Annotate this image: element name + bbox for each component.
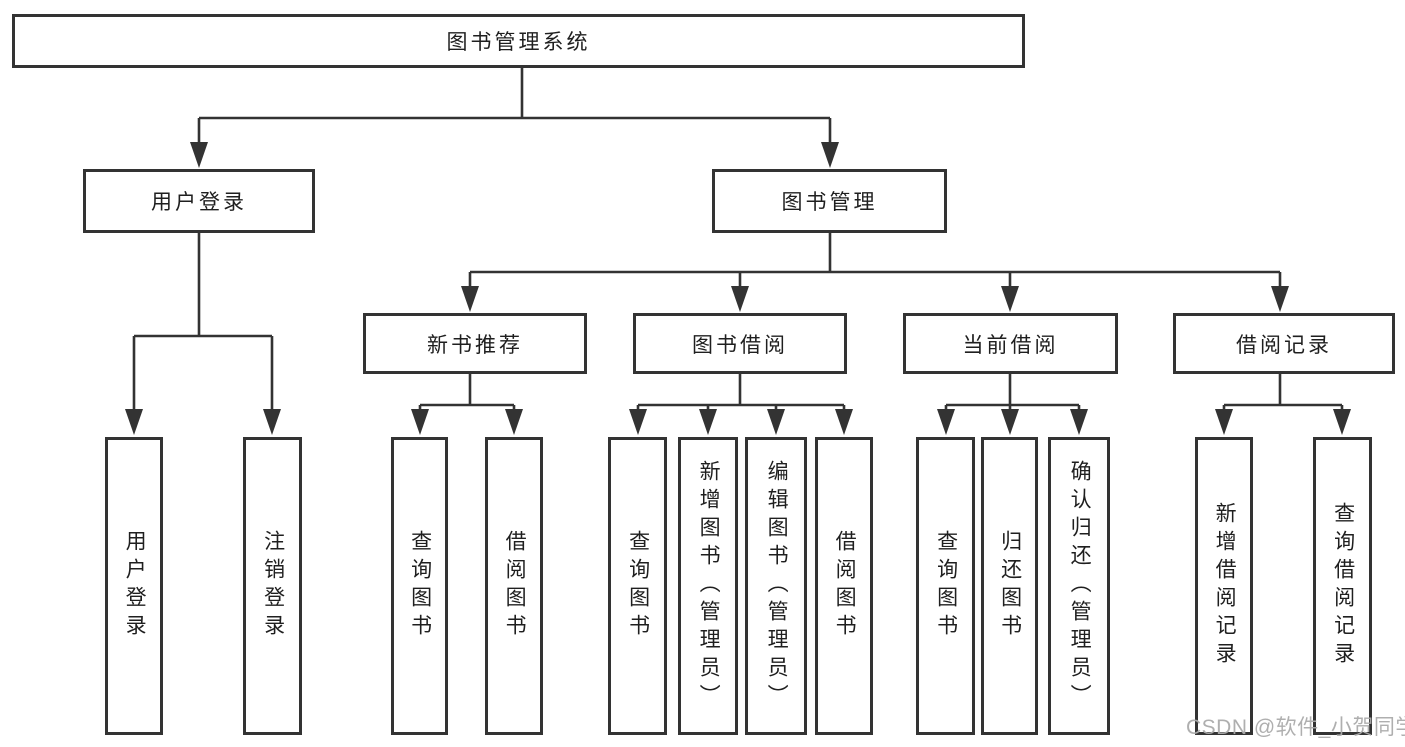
node-book-management-label: 图书管理 — [781, 191, 878, 214]
node-current-borrow-label: 当前借阅 — [962, 333, 1059, 357]
leaf-add-books-admin: 新增图书（管理员） — [678, 437, 738, 735]
node-book-borrow-label: 图书借阅 — [692, 333, 788, 357]
node-book-borrow: 图书借阅 — [633, 313, 847, 374]
leaf-current-query-books: 查询图书 — [916, 437, 975, 735]
node-new-book-recommend: 新书推荐 — [363, 313, 587, 374]
leaf-recommend-query-books: 查询图书 — [391, 437, 448, 735]
leaf-confirm-return-admin-label: 确认归还（管理员） — [1068, 460, 1092, 712]
leaf-user-login-label: 用户登录 — [123, 530, 147, 642]
leaf-confirm-return-admin: 确认归还（管理员） — [1048, 437, 1110, 735]
leaf-add-borrow-record-label: 新增借阅记录 — [1213, 502, 1237, 670]
leaf-query-borrow-record: 查询借阅记录 — [1313, 437, 1372, 735]
leaf-borrow-query-books: 查询图书 — [608, 437, 667, 735]
leaf-borrow-books-label: 借阅图书 — [833, 530, 857, 642]
leaf-add-books-admin-label: 新增图书（管理员） — [697, 460, 721, 712]
leaf-return-books: 归还图书 — [981, 437, 1038, 735]
leaf-recommend-query-books-label: 查询图书 — [408, 530, 432, 642]
leaf-query-borrow-record-label: 查询借阅记录 — [1331, 502, 1355, 670]
node-book-management: 图书管理 — [712, 169, 947, 233]
node-root: 图书管理系统 — [12, 14, 1025, 68]
leaf-return-books-label: 归还图书 — [998, 530, 1022, 642]
node-user-login-label: 用户登录 — [151, 191, 247, 214]
leaf-current-query-books-label: 查询图书 — [934, 530, 958, 642]
leaf-edit-books-admin: 编辑图书（管理员） — [745, 437, 807, 735]
csdn-watermark: CSDN @软件_小贺同学 — [1186, 716, 1405, 739]
node-borrow-records-label: 借阅记录 — [1236, 333, 1332, 357]
leaf-borrow-query-books-label: 查询图书 — [626, 530, 650, 642]
node-borrow-records: 借阅记录 — [1173, 313, 1395, 374]
node-user-login: 用户登录 — [83, 169, 315, 233]
leaf-add-borrow-record: 新增借阅记录 — [1195, 437, 1253, 735]
node-root-label: 图书管理系统 — [446, 31, 591, 54]
node-current-borrow: 当前借阅 — [903, 313, 1118, 374]
leaf-user-login: 用户登录 — [105, 437, 163, 735]
leaf-borrow-books: 借阅图书 — [815, 437, 873, 735]
leaf-edit-books-admin-label: 编辑图书（管理员） — [765, 460, 789, 712]
leaf-recommend-borrow-books-label: 借阅图书 — [503, 530, 527, 642]
leaf-logout: 注销登录 — [243, 437, 302, 735]
leaf-recommend-borrow-books: 借阅图书 — [485, 437, 543, 735]
leaf-logout-label: 注销登录 — [261, 530, 285, 642]
node-new-book-recommend-label: 新书推荐 — [427, 333, 523, 357]
